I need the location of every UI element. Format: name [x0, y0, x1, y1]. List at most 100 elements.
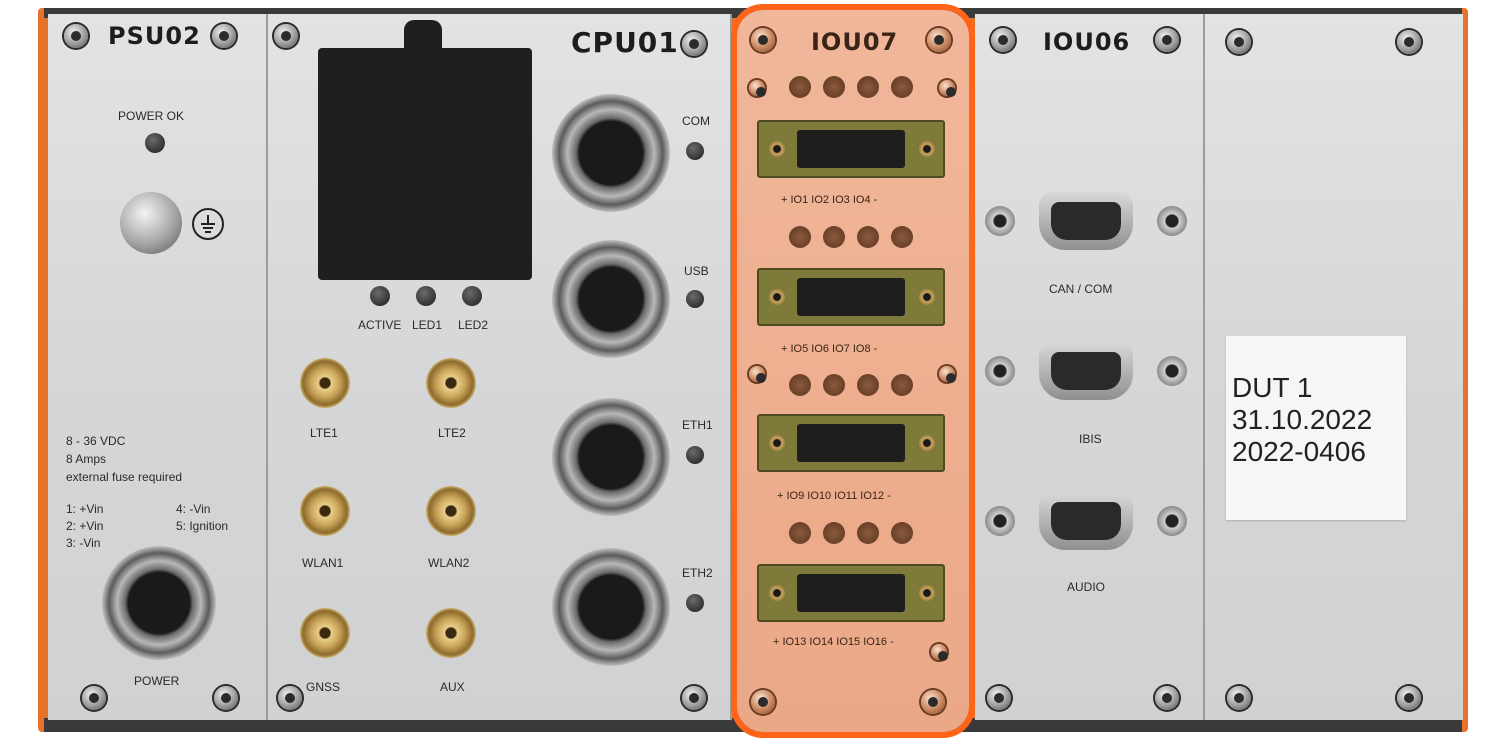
ground-post: [120, 192, 182, 254]
screw-icon: [749, 80, 766, 97]
io-led: [891, 226, 913, 248]
io-led: [857, 76, 879, 98]
usb-label: USB: [684, 264, 709, 278]
screw-icon: [987, 686, 1011, 710]
screw-icon: [1397, 686, 1421, 710]
screw-icon: [214, 686, 238, 710]
pin-5-label: 5: Ignition: [176, 519, 229, 533]
iou07-panel: IOU07 + IO1 IO2 IO3 IO4 - + IO5 IO6 IO7 …: [737, 10, 969, 732]
com-led: [686, 142, 704, 160]
audio-label: AUDIO: [1067, 580, 1106, 594]
pin-2-label: 2: +Vin: [66, 519, 104, 533]
eth2-label: ETH2: [682, 566, 713, 580]
iou06-title: IOU06: [1043, 28, 1131, 56]
wlan2-label: WLAN2: [428, 556, 470, 570]
iou07-title: IOU07: [811, 28, 899, 56]
io-led: [857, 522, 879, 544]
io-terminal-connector: [757, 414, 945, 472]
io-led: [857, 226, 879, 248]
screw-icon: [1227, 686, 1251, 710]
screw-icon: [274, 24, 298, 48]
psu02-panel: PSU02 POWER OK 8 - 36 VDC 8 Amps externa…: [48, 14, 268, 720]
aux-label: AUX: [440, 680, 465, 694]
iou06-panel: IOU06 CAN / COM IBIS AUDIO: [975, 14, 1205, 720]
screw-icon: [278, 686, 302, 710]
can-com-dsub-connector: [985, 190, 1187, 254]
gnss-label: GNSS: [306, 680, 341, 694]
psu02-title: PSU02: [108, 22, 201, 50]
screw-icon: [1155, 28, 1179, 52]
ibis-dsub-connector: [985, 340, 1187, 404]
com-label: COM: [682, 114, 710, 128]
screw-icon: [212, 24, 236, 48]
dut-date: 31.10.2022: [1232, 404, 1373, 435]
io-terminal-connector: [757, 564, 945, 622]
lte2-label: LTE2: [438, 426, 466, 440]
screw-icon: [749, 366, 766, 383]
com-connector: [552, 94, 670, 212]
io-led: [891, 522, 913, 544]
io-terminal-connector: [757, 268, 945, 326]
io-led: [789, 226, 811, 248]
io-row-label: + IO1 IO2 IO3 IO4 -: [781, 194, 878, 206]
psu-spec-fuse: external fuse required: [66, 470, 183, 484]
io-led: [857, 374, 879, 396]
led2-led: [462, 286, 482, 306]
cpu-cover-tab: [404, 20, 442, 54]
usb-led: [686, 290, 704, 308]
ibis-label: IBIS: [1079, 432, 1102, 446]
screw-icon: [1155, 686, 1179, 710]
power-ok-led: [145, 133, 165, 153]
screw-icon: [1397, 30, 1421, 54]
gnss-antenna-connector: [300, 608, 350, 658]
ground-symbol-icon: [192, 208, 224, 240]
pin-1-label: 1: +Vin: [66, 502, 104, 516]
eth1-connector: [552, 398, 670, 516]
pin-4-label: 4: -Vin: [176, 502, 211, 516]
io-led: [891, 76, 913, 98]
screw-icon: [931, 644, 948, 661]
screw-icon: [682, 32, 706, 56]
dut-name: DUT 1: [1232, 372, 1313, 403]
eth2-led: [686, 594, 704, 612]
screw-icon: [1227, 30, 1251, 54]
io-row-label: + IO9 IO10 IO11 IO12 -: [777, 490, 891, 502]
io-led: [891, 374, 913, 396]
io-terminal-connector: [757, 120, 945, 178]
usb-connector: [552, 240, 670, 358]
led1-led: [416, 286, 436, 306]
active-label: ACTIVE: [358, 318, 402, 332]
cpu-rubber-cover: [318, 48, 532, 280]
led1-label: LED1: [412, 318, 443, 332]
cpu01-panel: CPU01 ACTIVE LED1 LED2 LTE1 LTE2 WLAN1 W…: [268, 14, 732, 720]
io-led: [789, 374, 811, 396]
io-led: [823, 522, 845, 544]
screw-icon: [939, 80, 956, 97]
io-led: [789, 522, 811, 544]
screw-icon: [991, 28, 1015, 52]
io-row-label: + IO13 IO14 IO15 IO16 -: [773, 636, 894, 648]
pin-3-label: 3: -Vin: [66, 536, 101, 550]
aux-antenna-connector: [426, 608, 476, 658]
cpu01-title: CPU01: [571, 26, 679, 59]
psu-spec-voltage: 8 - 36 VDC: [66, 434, 126, 448]
io-led: [823, 76, 845, 98]
psu-spec-amps: 8 Amps: [66, 452, 107, 466]
eth1-label: ETH1: [682, 418, 713, 432]
wlan1-label: WLAN1: [302, 556, 344, 570]
power-connector: [102, 546, 216, 660]
screw-icon: [921, 690, 945, 714]
can-com-label: CAN / COM: [1049, 282, 1113, 296]
active-led: [370, 286, 390, 306]
screw-icon: [82, 686, 106, 710]
lte1-label: LTE1: [310, 426, 338, 440]
audio-dsub-connector: [985, 490, 1187, 554]
wlan1-antenna-connector: [300, 486, 350, 536]
io-row-label: + IO5 IO6 IO7 IO8 -: [781, 343, 878, 355]
power-label: POWER: [134, 674, 180, 688]
io-led: [789, 76, 811, 98]
screw-icon: [939, 366, 956, 383]
eth2-connector: [552, 548, 670, 666]
io-led: [823, 374, 845, 396]
io-led: [823, 226, 845, 248]
